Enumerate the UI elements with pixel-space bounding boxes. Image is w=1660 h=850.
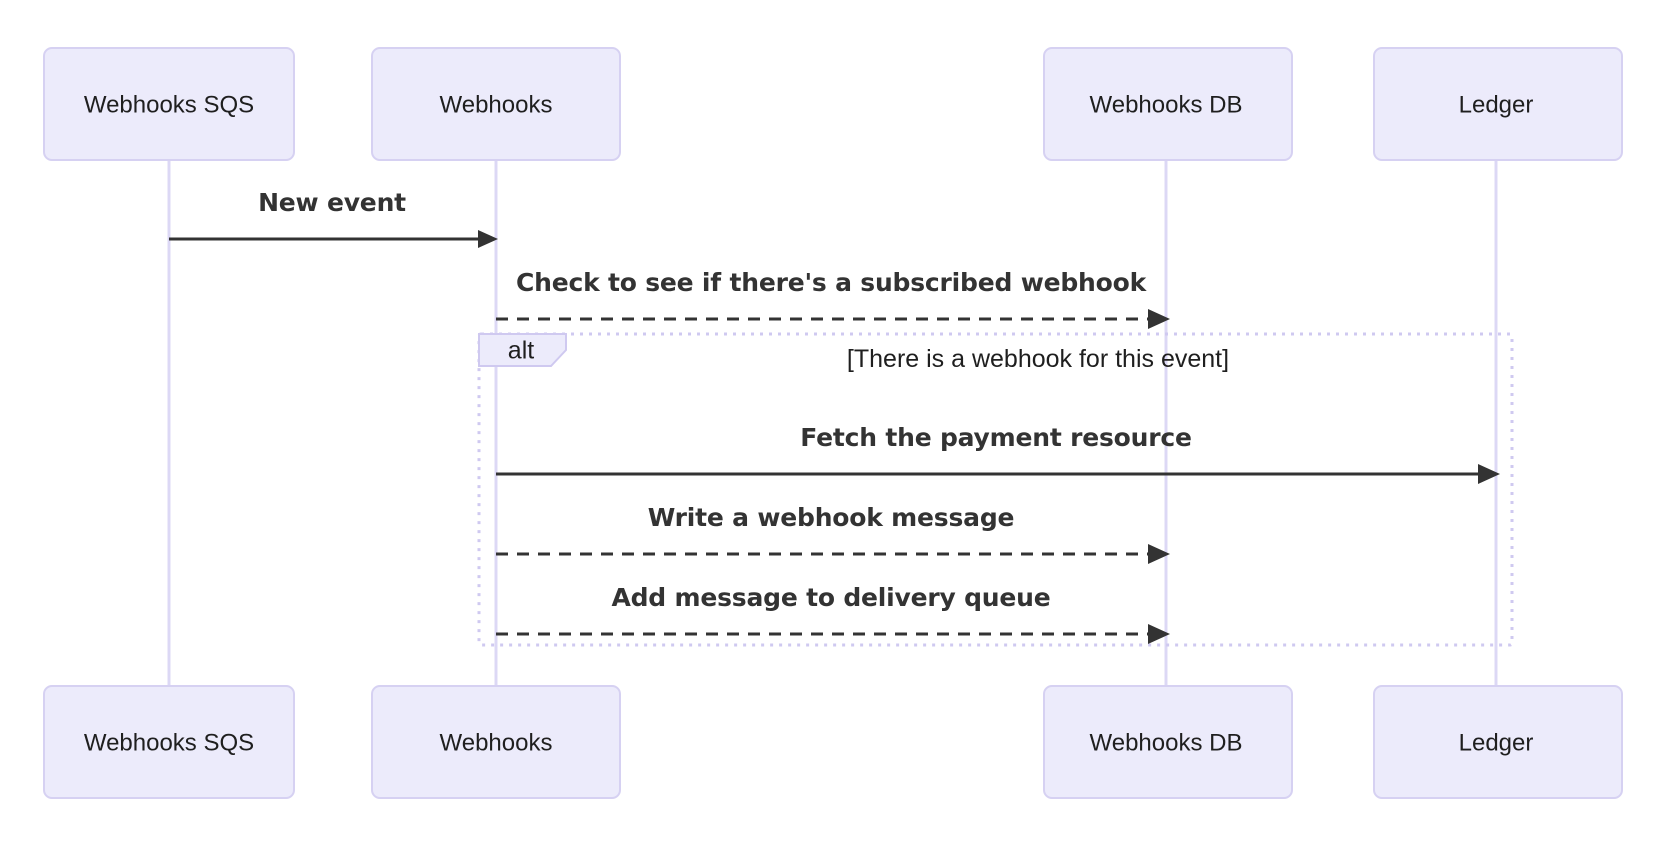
participant-bottom-ledger-label: Ledger	[1459, 729, 1534, 756]
message-label-write-webhook-message: Write a webhook message	[648, 503, 1015, 532]
participant-bottom-sqs-label: Webhooks SQS	[84, 729, 254, 756]
fragment-alt-border	[477, 332, 1514, 647]
participants-bottom-group: Webhooks SQS Webhooks Webhooks DB Ledger	[43, 685, 1623, 799]
message-arrowhead-check-subscribed-webhook	[1148, 309, 1170, 329]
participant-bottom-webhooks-box[interactable]	[371, 685, 621, 799]
message-write-webhook-message: Write a webhook message	[496, 503, 1170, 564]
message-arrowhead-new-event	[478, 230, 498, 248]
participant-top-ledger[interactable]: Ledger	[1373, 47, 1623, 161]
message-new-event: New event	[169, 188, 498, 248]
participant-bottom-db-label: Webhooks DB	[1090, 729, 1243, 756]
message-arrowhead-write-webhook-message	[1148, 544, 1170, 564]
message-check-subscribed-webhook: Check to see if there's a subscribed web…	[496, 268, 1170, 329]
participant-top-webhooks-label: Webhooks	[440, 91, 553, 118]
participant-bottom-webhooks[interactable]: Webhooks	[371, 685, 621, 799]
participant-top-db-label: Webhooks DB	[1090, 91, 1243, 118]
participant-top-webhooks[interactable]: Webhooks	[371, 47, 621, 161]
message-arrowhead-add-to-delivery-queue	[1148, 624, 1170, 644]
participant-top-webhooks-box[interactable]	[371, 47, 621, 161]
participant-bottom-ledger-box[interactable]	[1373, 685, 1623, 799]
fragment-alt-tab	[478, 333, 567, 367]
participant-top-ledger-box[interactable]	[1373, 47, 1623, 161]
participant-top-sqs-box[interactable]	[43, 47, 295, 161]
message-arrowhead-fetch-payment-resource	[1478, 464, 1500, 484]
participant-bottom-db[interactable]: Webhooks DB	[1043, 685, 1293, 799]
participant-top-db-box[interactable]	[1043, 47, 1293, 161]
fragment-alt-tab-label: alt	[508, 337, 534, 365]
participant-bottom-sqs-box[interactable]	[43, 685, 295, 799]
participants-top-group: Webhooks SQS Webhooks Webhooks DB Ledger	[43, 47, 1623, 161]
participant-top-ledger-label: Ledger	[1459, 91, 1534, 118]
participant-bottom-sqs[interactable]: Webhooks SQS	[43, 685, 295, 799]
message-label-check-subscribed-webhook: Check to see if there's a subscribed web…	[516, 268, 1148, 297]
message-label-fetch-payment-resource: Fetch the payment resource	[800, 423, 1192, 452]
participant-bottom-db-box[interactable]	[1043, 685, 1293, 799]
message-fetch-payment-resource: Fetch the payment resource	[496, 423, 1500, 484]
fragment-alt: alt [There is a webhook for this event]	[477, 332, 1514, 647]
participant-top-sqs[interactable]: Webhooks SQS	[43, 47, 295, 161]
participant-top-db[interactable]: Webhooks DB	[1043, 47, 1293, 161]
participant-bottom-ledger[interactable]: Ledger	[1373, 685, 1623, 799]
fragment-alt-condition: [There is a webhook for this event]	[847, 345, 1229, 373]
lifelines-group	[167, 160, 1498, 686]
message-label-add-to-delivery-queue: Add message to delivery queue	[611, 583, 1050, 612]
participant-top-sqs-label: Webhooks SQS	[84, 91, 254, 118]
message-add-to-delivery-queue: Add message to delivery queue	[496, 583, 1170, 644]
participant-bottom-webhooks-label: Webhooks	[440, 729, 553, 756]
message-label-new-event: New event	[258, 188, 406, 217]
